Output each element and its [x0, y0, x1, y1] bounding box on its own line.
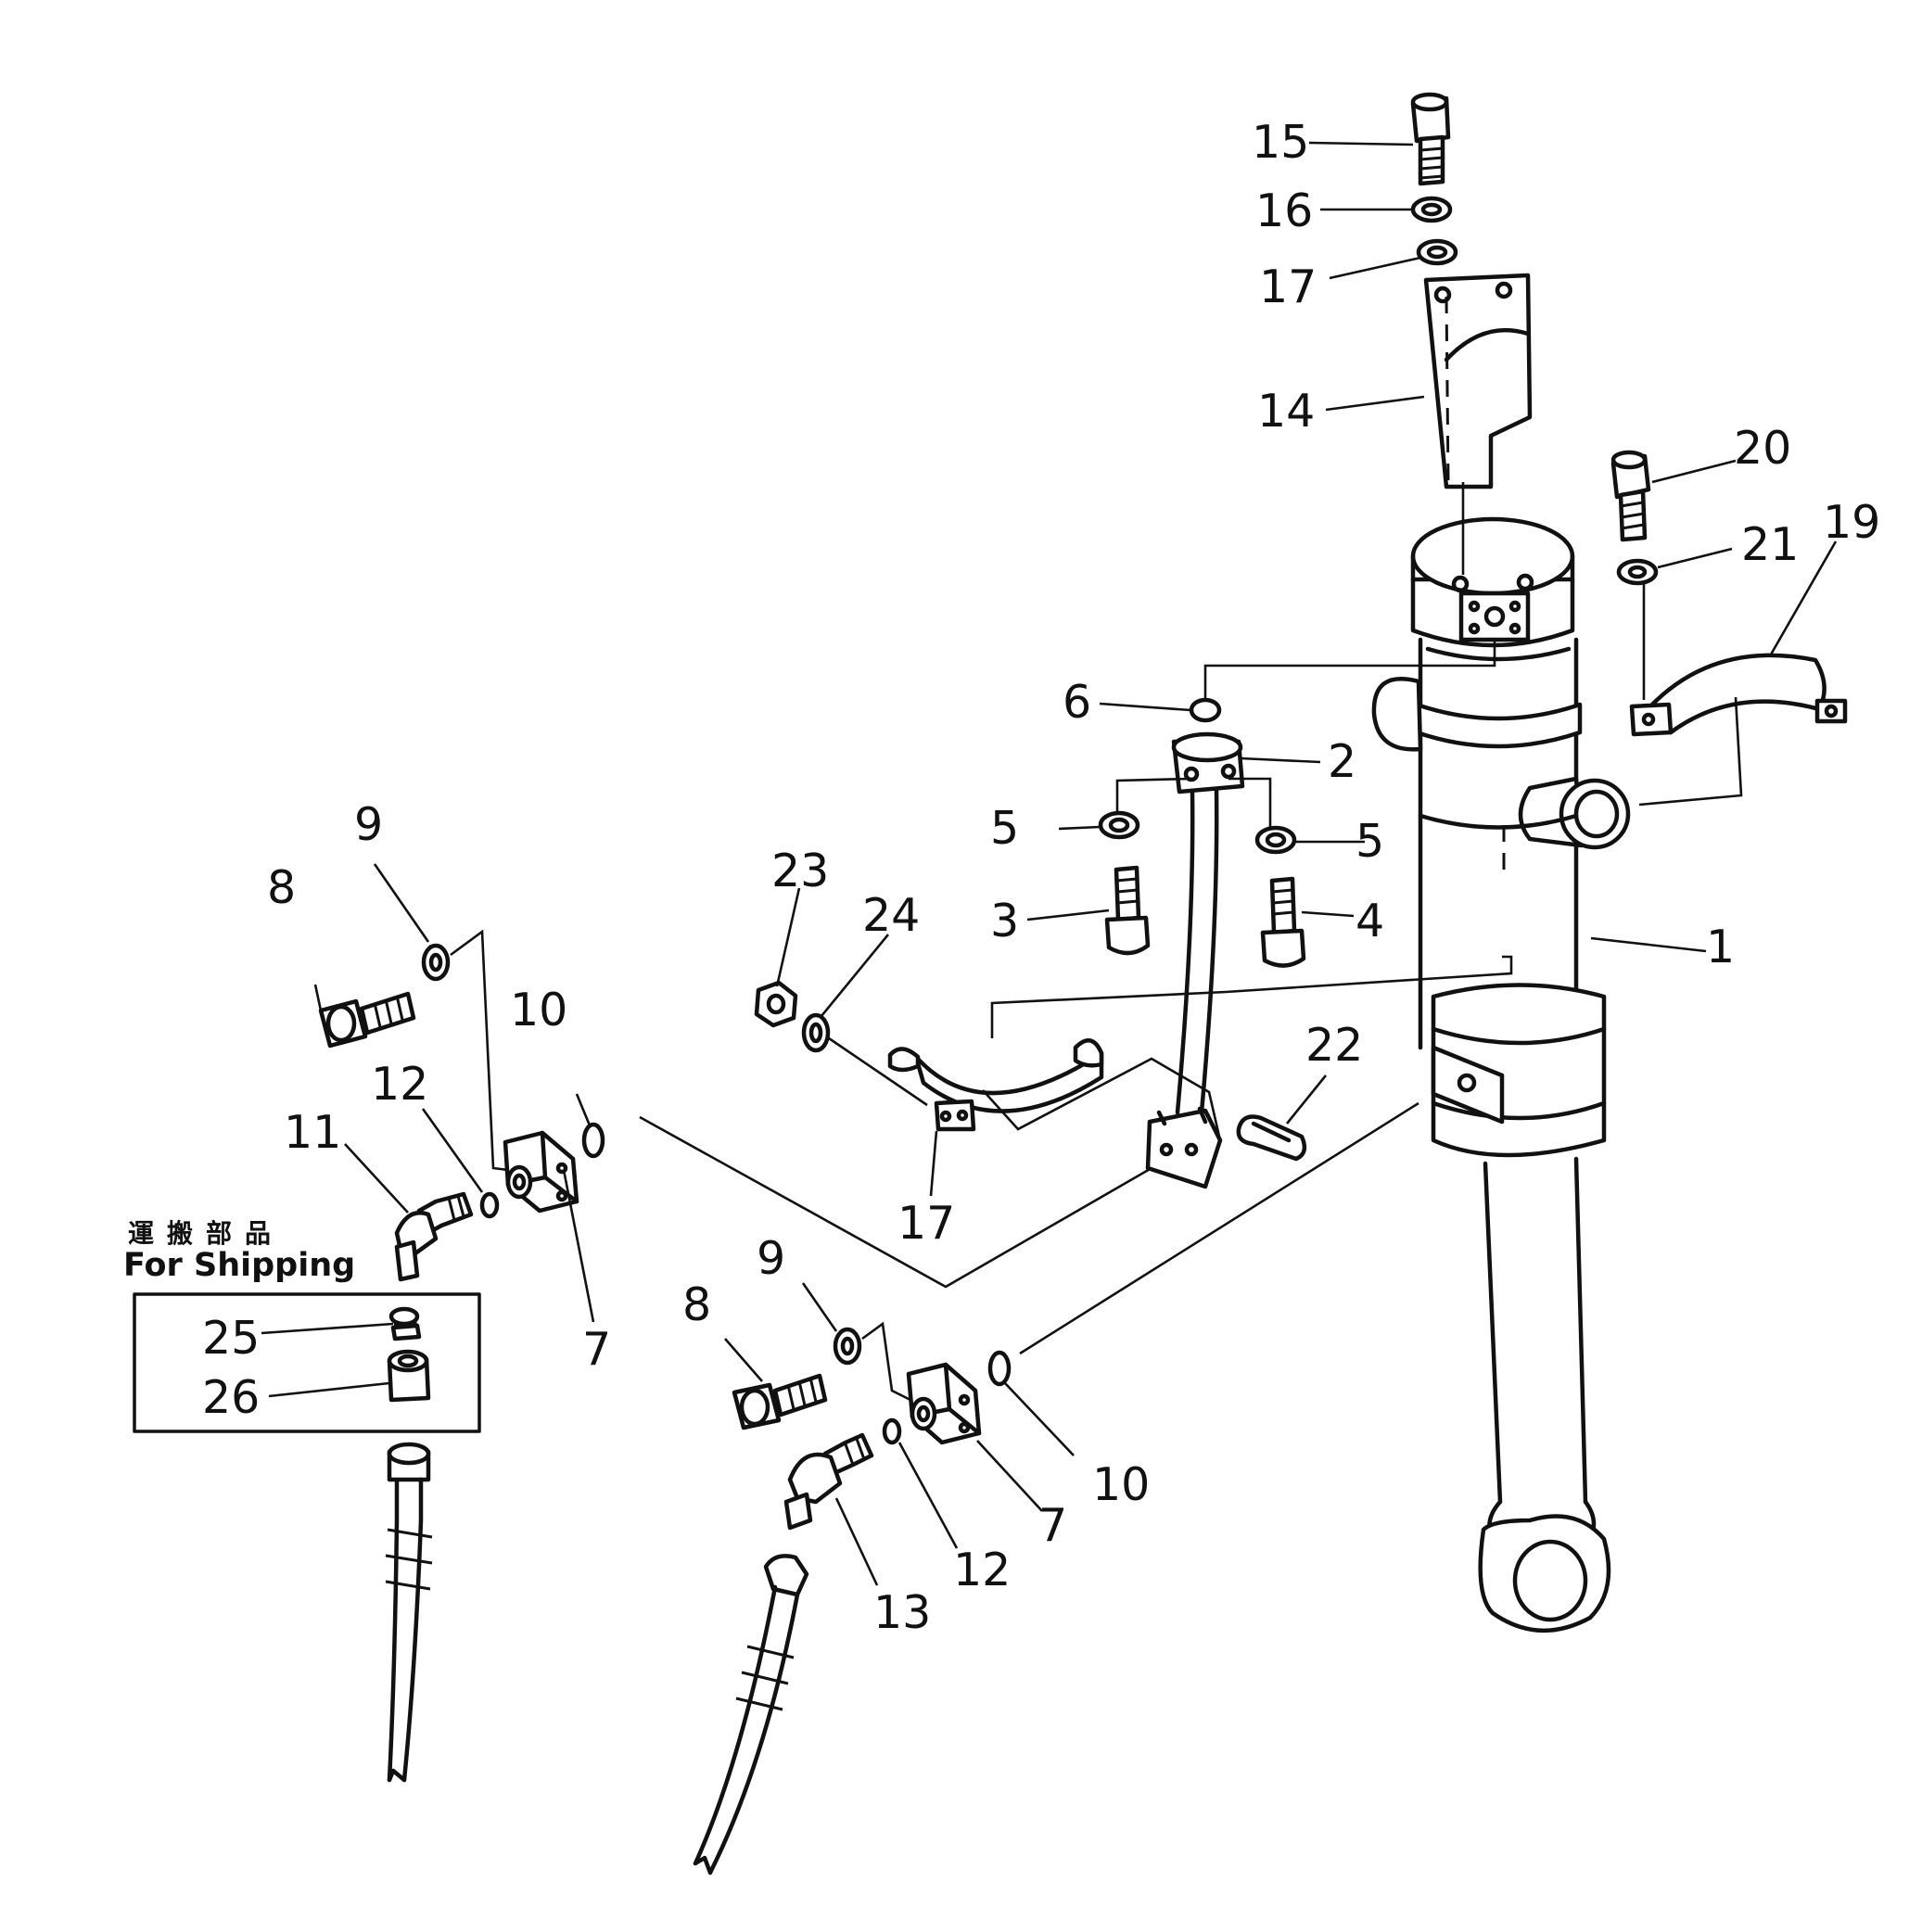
flange-7-lower	[906, 1362, 982, 1445]
elbow-13	[783, 1432, 874, 1531]
callout-15: 15	[1252, 116, 1309, 169]
callout-25: 25	[202, 1312, 260, 1365]
washer-5-right	[1254, 825, 1297, 855]
o-ring-12-upper	[479, 1191, 500, 1219]
callout-8-lower: 8	[682, 1278, 711, 1331]
pipe-block-lower	[1145, 1106, 1223, 1189]
washer-9-upper	[421, 943, 451, 982]
cover-plate	[1423, 273, 1533, 489]
callout-5-left: 5	[990, 802, 1019, 855]
washer-21	[1616, 558, 1659, 586]
callout-4: 4	[1356, 895, 1384, 947]
callout-1: 1	[1706, 921, 1735, 973]
callout-3: 3	[990, 895, 1019, 947]
callout-18: 17	[897, 1197, 955, 1250]
block-2	[1171, 731, 1245, 794]
clamp-18	[887, 1038, 1104, 1132]
callout-9-upper: 9	[354, 798, 383, 851]
bolt-8-upper	[318, 991, 416, 1049]
callout-numbers: 15 16 17 14 20 21 19 6 2 5 5 3 4 1 23 24…	[202, 116, 1880, 1639]
washer-17	[1416, 238, 1458, 266]
bolt-15	[1410, 92, 1451, 186]
shipping-label-japanese: 運搬部品	[128, 1218, 284, 1249]
callout-5-right: 5	[1356, 815, 1384, 868]
o-ring-6	[1189, 697, 1222, 723]
shipping-parts-box: 運搬部品 For Shipping	[123, 1218, 481, 1433]
clip-22	[1236, 1114, 1307, 1162]
callout-23: 23	[771, 845, 829, 897]
o-ring-12-lower	[882, 1417, 902, 1445]
callout-11: 11	[284, 1106, 341, 1159]
nut-26	[387, 1349, 431, 1403]
washer-16	[1410, 196, 1453, 223]
callout-9-lower: 9	[757, 1232, 785, 1285]
hose-left	[385, 1442, 433, 1783]
callout-12-lower: 12	[953, 1544, 1011, 1596]
callout-13: 13	[873, 1586, 931, 1639]
washer-5-left	[1098, 810, 1140, 840]
callout-12-upper: 12	[371, 1058, 428, 1111]
leader-lines	[261, 141, 1838, 1586]
bolt-8-lower	[732, 1373, 828, 1430]
flange-7-upper	[503, 1130, 579, 1214]
callout-21: 21	[1741, 518, 1799, 571]
callout-17: 17	[1259, 261, 1317, 313]
callout-10-lower: 10	[1092, 1458, 1150, 1511]
o-ring-10-upper	[581, 1122, 605, 1159]
callout-6: 6	[1063, 676, 1091, 729]
callout-2: 2	[1328, 735, 1356, 788]
callout-7-upper: 7	[582, 1323, 611, 1376]
clamp-19	[1629, 653, 1848, 737]
callout-10-upper: 10	[510, 984, 567, 1036]
bolt-20	[1610, 450, 1651, 542]
bolt-3	[1104, 865, 1151, 956]
callout-7-lower: 7	[1038, 1499, 1067, 1552]
hydraulic-cylinder	[1371, 516, 1631, 1633]
callout-19: 19	[1823, 496, 1880, 549]
callout-14: 14	[1257, 385, 1315, 438]
o-ring-10-lower	[987, 1350, 1012, 1387]
washer-9-lower	[833, 1327, 862, 1366]
callout-8-upper: 8	[267, 861, 296, 914]
elbow-11	[394, 1191, 474, 1282]
plug-25	[388, 1306, 422, 1341]
callout-20: 20	[1734, 422, 1791, 475]
callout-24: 24	[862, 889, 920, 942]
callout-16: 16	[1255, 184, 1313, 237]
washer-24	[801, 1012, 831, 1053]
nut-23	[754, 980, 798, 1028]
callout-26: 26	[202, 1371, 260, 1424]
shipping-label-english: For Shipping	[123, 1247, 355, 1284]
callout-22: 22	[1305, 1019, 1363, 1072]
bolt-4	[1260, 876, 1306, 968]
hose-right	[693, 1554, 809, 1875]
